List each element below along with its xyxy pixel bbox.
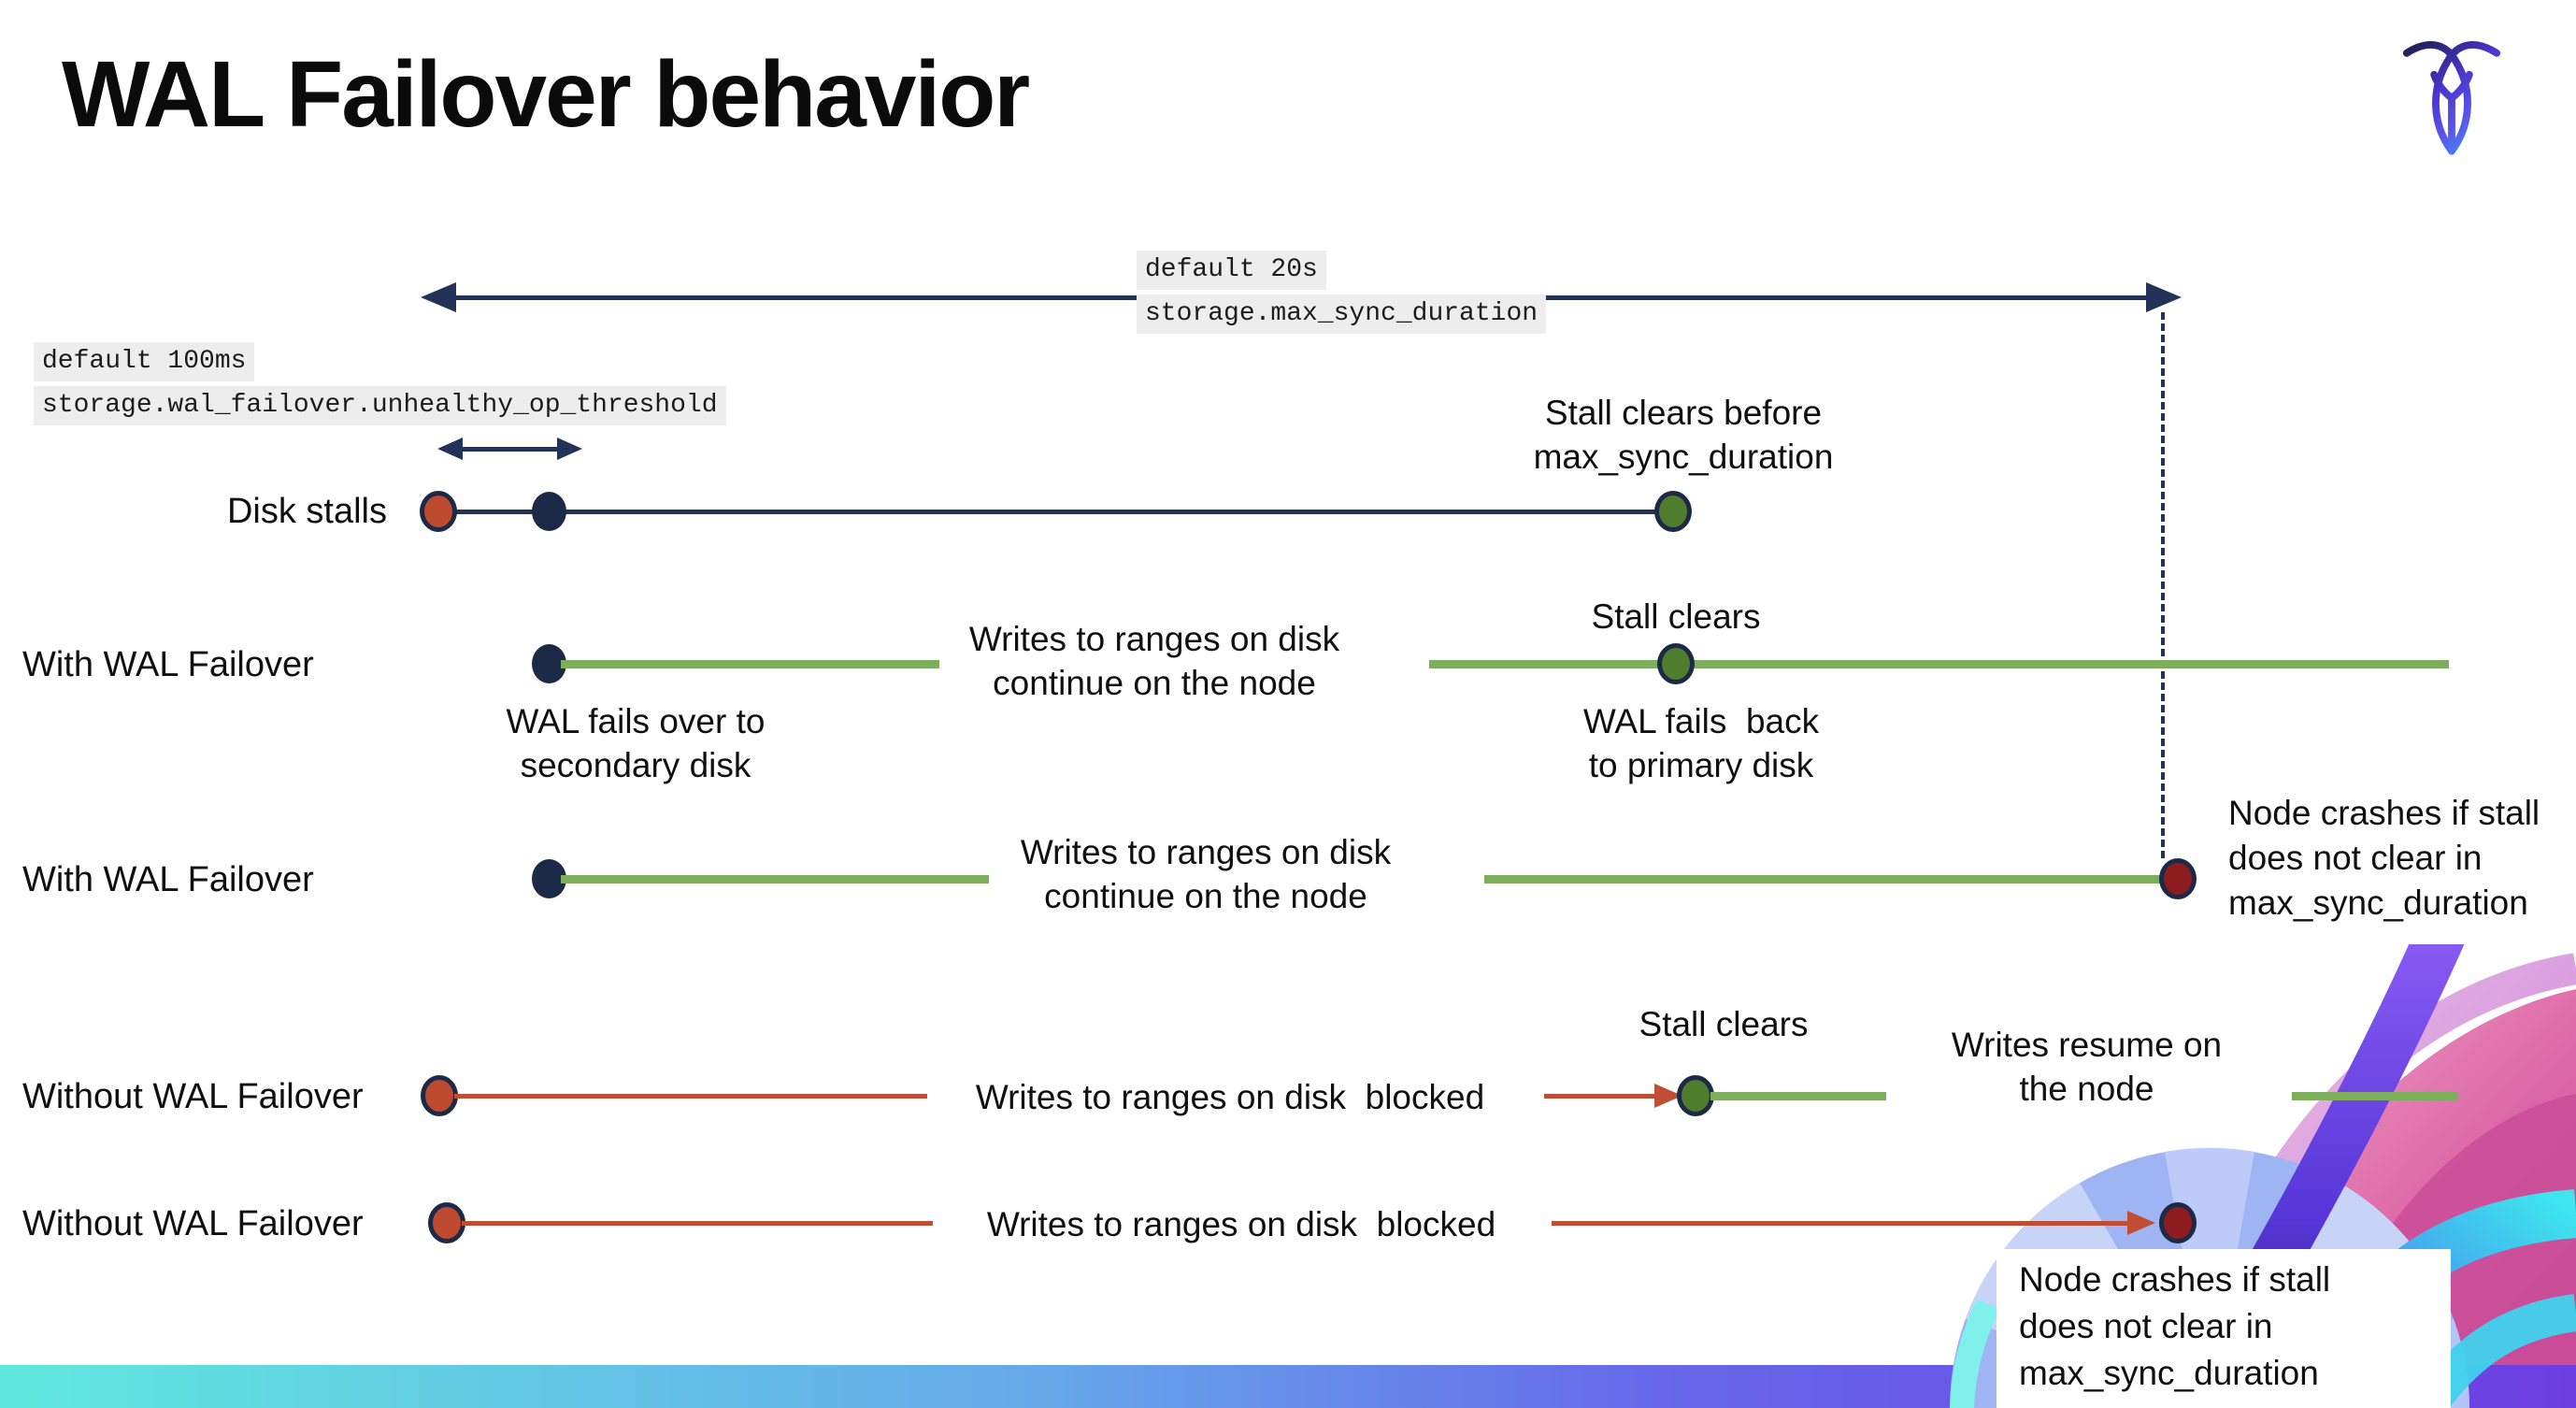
- stall-clears-dot: [1677, 1075, 1714, 1116]
- annotation-writes-blocked: Writes to ranges on disk blocked: [986, 1205, 1496, 1243]
- writes-resume-line: [2292, 1092, 2458, 1100]
- writes-resume-line: [1710, 1092, 1886, 1100]
- row-label-without-wal-failover: Without WAL Failover: [22, 1204, 364, 1243]
- page-title: WAL Failover behavior: [62, 42, 1030, 147]
- annotation-stall-clears: Stall clears: [1639, 1005, 1809, 1043]
- arrowhead-right-icon: [2146, 282, 2182, 312]
- max-sync-deadline-dashed-line: [2161, 312, 2165, 858]
- stall-start-dot: [421, 1075, 458, 1116]
- failover-dot: [532, 859, 566, 898]
- row-label-disk-stalls: Disk stalls: [226, 492, 387, 531]
- writes-continue-line: [1484, 875, 2161, 884]
- threshold-span-line: [456, 447, 561, 452]
- disk-stall-timeline: [438, 510, 1673, 514]
- writes-blocked-line: [462, 1221, 933, 1226]
- node-crash-dot: [2159, 858, 2197, 899]
- writes-continue-line: [561, 660, 939, 668]
- writes-continue-line: [561, 875, 989, 884]
- config-default-value: default 20s: [1137, 251, 1326, 290]
- stall-clears-dot: [1654, 491, 1692, 532]
- writes-blocked-line: [1544, 1094, 1658, 1099]
- writes-blocked-line: [1552, 1221, 2131, 1226]
- unhealthy-op-threshold-config-label: default 100ms storage.wal_failover.unhea…: [34, 342, 726, 430]
- crash-note-box: [1996, 1249, 2451, 1408]
- red-arrowhead-icon: [2127, 1211, 2155, 1235]
- max-sync-duration-config-label: default 20s storage.max_sync_duration: [1137, 251, 1547, 338]
- node-crash-dot: [2159, 1202, 2197, 1243]
- cockroachdb-logo-icon: [2402, 41, 2501, 155]
- annotation-writes-blocked: Writes to ranges on disk blocked: [975, 1078, 1485, 1116]
- stall-start-dot: [420, 491, 457, 532]
- row-label-with-wal-failover: With WAL Failover: [22, 860, 314, 899]
- config-setting-name: storage.max_sync_duration: [1137, 295, 1547, 334]
- arrowhead-left-icon: [437, 438, 463, 460]
- row-label-without-wal-failover: Without WAL Failover: [22, 1077, 364, 1116]
- arrowhead-right-icon: [557, 438, 582, 460]
- arrowhead-left-icon: [421, 282, 456, 312]
- writes-continue-line: [1429, 660, 2449, 668]
- config-default-value: default 100ms: [34, 342, 255, 381]
- annotation-stall-clears: Stall clears: [1591, 597, 1761, 636]
- stall-start-dot: [428, 1202, 465, 1243]
- stall-clears-dot: [1657, 643, 1695, 684]
- row-label-with-wal-failover: With WAL Failover: [22, 645, 314, 684]
- writes-blocked-line: [454, 1094, 927, 1099]
- threshold-dot: [532, 492, 566, 531]
- config-setting-name: storage.wal_failover.unhealthy_op_thresh…: [34, 386, 726, 425]
